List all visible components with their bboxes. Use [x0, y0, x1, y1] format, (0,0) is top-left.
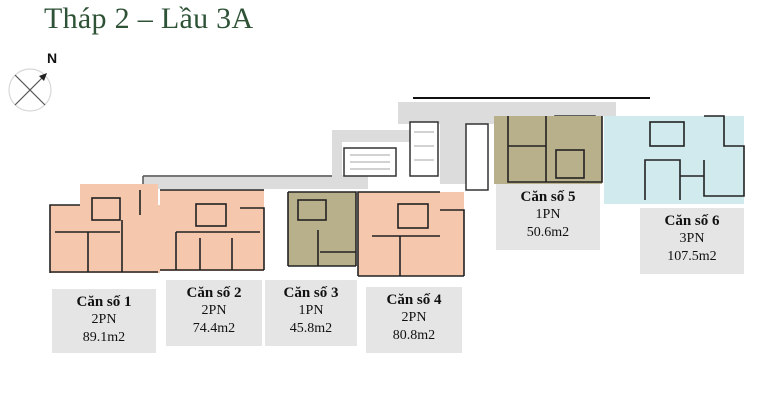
unit-area: 50.6m2	[526, 225, 570, 240]
unit-2-plan	[160, 189, 265, 271]
unit-area: 45.8m2	[289, 321, 333, 336]
unit-5-plan	[494, 116, 603, 184]
unit-area: 89.1m2	[82, 330, 126, 345]
unit-name: Căn số 6	[664, 213, 720, 229]
compass-rose-icon	[8, 68, 52, 112]
unit-rooms: 2PN	[401, 310, 427, 325]
unit-6-plan	[604, 115, 745, 204]
unit-label-4: Căn số 4 2PN 80.8m2	[366, 287, 462, 353]
unit-rooms: 2PN	[201, 303, 227, 318]
unit-label-1: Căn số 1 2PN 89.1m2	[52, 289, 156, 353]
north-label: N	[47, 50, 58, 66]
page-title: Tháp 2 – Lầu 3A	[44, 2, 254, 35]
unit-rooms: 1PN	[298, 303, 324, 318]
unit-rooms: 2PN	[91, 312, 117, 327]
corridor	[143, 102, 616, 189]
unit-name: Căn số 2	[186, 285, 242, 301]
unit-rooms: 3PN	[679, 231, 705, 246]
compass: N	[6, 50, 66, 120]
unit-label-2: Căn số 2 2PN 74.4m2	[166, 280, 262, 346]
unit-label-5: Căn số 5 1PN 50.6m2	[496, 184, 600, 250]
unit-area: 107.5m2	[667, 249, 717, 264]
unit-rooms: 1PN	[535, 207, 561, 222]
unit-name: Căn số 1	[76, 294, 132, 310]
unit-label-6: Căn số 6 3PN 107.5m2	[640, 208, 744, 274]
unit-area: 74.4m2	[192, 321, 236, 336]
unit-4-plan	[357, 191, 465, 277]
unit-name: Căn số 5	[520, 189, 576, 205]
unit-3-plan	[287, 191, 357, 267]
unit-1-plan	[49, 184, 160, 273]
unit-name: Căn số 4	[386, 292, 442, 308]
unit-label-3: Căn số 3 1PN 45.8m2	[265, 280, 357, 346]
unit-area: 80.8m2	[392, 328, 436, 343]
unit-name: Căn số 3	[283, 285, 339, 301]
